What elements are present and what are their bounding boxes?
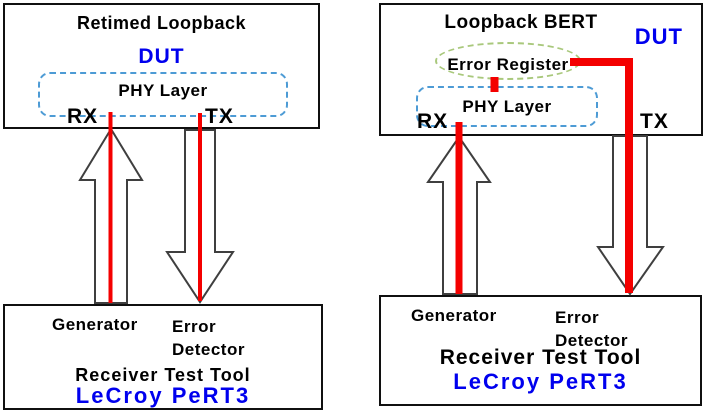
left-up-arrow bbox=[78, 127, 144, 304]
left-phy-box: PHY Layer bbox=[38, 72, 288, 117]
error-register-label: Error Register bbox=[447, 55, 569, 74]
right-dut-title: Loopback BERT bbox=[444, 12, 598, 33]
left-tester-box: Generator Error Detector Receiver Test T… bbox=[3, 304, 323, 410]
right-error-detector-label: Error Detector bbox=[555, 308, 628, 350]
left-dut-label: DUT bbox=[138, 45, 185, 68]
left-dut-box: Retimed Loopback DUT PHY Layer RX TX bbox=[3, 3, 320, 129]
right-tx-label: TX bbox=[640, 110, 669, 133]
left-phy-label: PHY Layer bbox=[118, 80, 208, 100]
left-tx-label: TX bbox=[205, 105, 234, 128]
left-tool-label: Receiver Test Tool bbox=[75, 365, 251, 385]
right-generator-label: Generator bbox=[411, 306, 497, 325]
left-generator-label: Generator bbox=[52, 315, 138, 334]
right-down-arrow bbox=[596, 135, 665, 296]
right-phy-label: PHY Layer bbox=[462, 96, 552, 116]
left-down-arrow bbox=[165, 129, 235, 304]
left-rx-label: RX bbox=[67, 105, 99, 128]
right-tool-label: Receiver Test Tool bbox=[439, 346, 642, 369]
right-rx-label: RX bbox=[417, 110, 449, 133]
right-brand-label: LeCroy PeRT3 bbox=[453, 369, 628, 394]
left-dut-title: Retimed Loopback bbox=[76, 13, 247, 33]
right-up-arrow bbox=[426, 135, 492, 295]
right-dut-label: DUT bbox=[634, 24, 683, 49]
right-dut-box: Loopback BERT DUT Error Register PHY Lay… bbox=[379, 3, 703, 136]
left-brand-label: LeCroy PeRT3 bbox=[75, 383, 251, 408]
left-error-detector-label: Error Detector bbox=[172, 317, 245, 359]
right-tester-box: Generator Error Detector Receiver Test T… bbox=[379, 295, 702, 406]
